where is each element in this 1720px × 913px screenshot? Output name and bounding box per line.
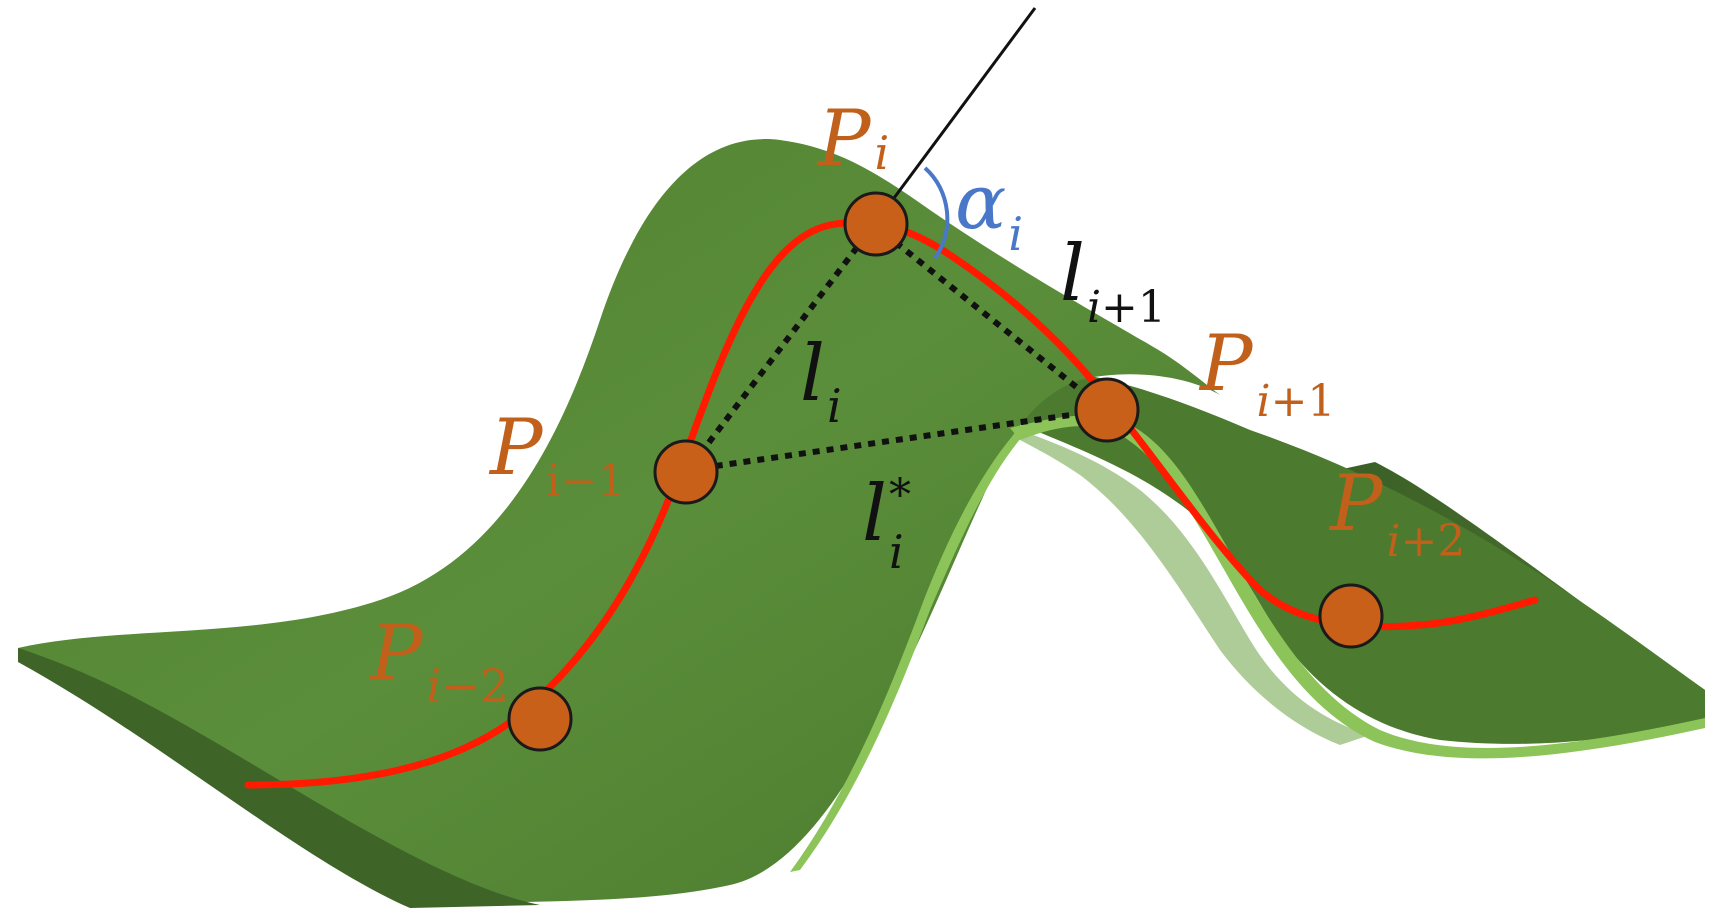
label-l-i: li [800, 329, 842, 433]
label-l-ip1: li+1 [1060, 229, 1166, 333]
segment-l-i [685, 223, 877, 472]
label-p-im1: Pi−1 [488, 403, 625, 507]
surface-left-edge [18, 648, 540, 908]
node-p-ip2 [1318, 583, 1384, 649]
node-p-i [843, 191, 909, 257]
node-p-im1 [653, 439, 719, 505]
label-l-star: l*i [862, 469, 911, 579]
label-p-im2: Pi−2 [368, 609, 509, 713]
dotted-segments [685, 222, 1107, 473]
surface-shade [1020, 430, 1370, 745]
label-alpha-i: αi [955, 157, 1023, 261]
label-p-ip1: Pi+1 [1198, 319, 1335, 427]
normal-line [872, 7, 1037, 226]
label-p-i: Pi [816, 94, 889, 184]
node-p-ip1 [1074, 377, 1140, 443]
surface-main [18, 139, 1220, 905]
segment-l-star [687, 407, 1106, 473]
surface-light-edge-left [790, 425, 1030, 872]
angle-arc [923, 166, 950, 260]
node-p-im2 [507, 686, 573, 752]
label-p-ip2: Pi+2 [1328, 459, 1465, 567]
nodes [507, 191, 1384, 752]
surface-right-slope [1010, 370, 1705, 744]
